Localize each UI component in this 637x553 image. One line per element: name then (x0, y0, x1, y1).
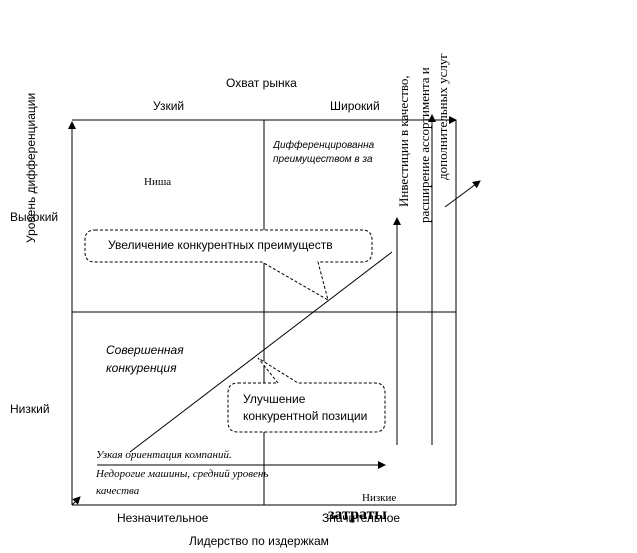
investments-line3: дополнительных услуг (435, 53, 450, 180)
top-axis-wide-label: Широкий (330, 99, 380, 113)
bottom-axis-title: Лидерство по издержкам (189, 534, 329, 548)
top-axis-title: Охват рынка (226, 76, 297, 90)
investments-line2: расширение ассортимента и (417, 67, 432, 223)
callout-improve-line2: конкурентной позиции (243, 409, 368, 423)
outward-diagonal-arrow (444, 180, 481, 208)
investments-line1: Инвестиции в качество, (396, 75, 411, 207)
bottom-axis-insignificant-label: Незначительное (117, 511, 209, 525)
quadrant-niche-label: Ниша (144, 176, 172, 188)
quadrant-perfect-line1: Совершенная (106, 343, 184, 357)
low-costs-line1: Низкие (362, 492, 397, 504)
quadrant-differentiated-line1: Дифференцированна (273, 140, 375, 151)
callout-improve-line1: Улучшение (243, 392, 306, 406)
bottom-axis-significant-label: Значительное (322, 511, 401, 525)
top-axis-narrow-label: Узкий (153, 99, 185, 113)
quadrant-differentiated-line2: преимуществом в за (273, 154, 373, 165)
low-costs-line2: затраты (328, 506, 387, 523)
callout-increase-bubble (84, 229, 373, 302)
quadrant-perfect-line2: конкуренция (106, 361, 177, 375)
left-axis-low-label: Низкий (10, 402, 50, 416)
growth-diagonal-line (129, 251, 393, 453)
note-cheap-line2: качества (96, 485, 140, 497)
callout-increase-text: Увеличение конкурентных преимуществ (108, 238, 333, 252)
callout-improve-bubble (227, 357, 386, 433)
left-axis-high-label: Высокий (10, 210, 59, 224)
corner-arrow (71, 496, 81, 506)
note-narrow-focus: Узкая ориентация компаний. (96, 449, 232, 461)
note-cheap-line1: Недорогие машины, средний уровень (96, 468, 269, 480)
